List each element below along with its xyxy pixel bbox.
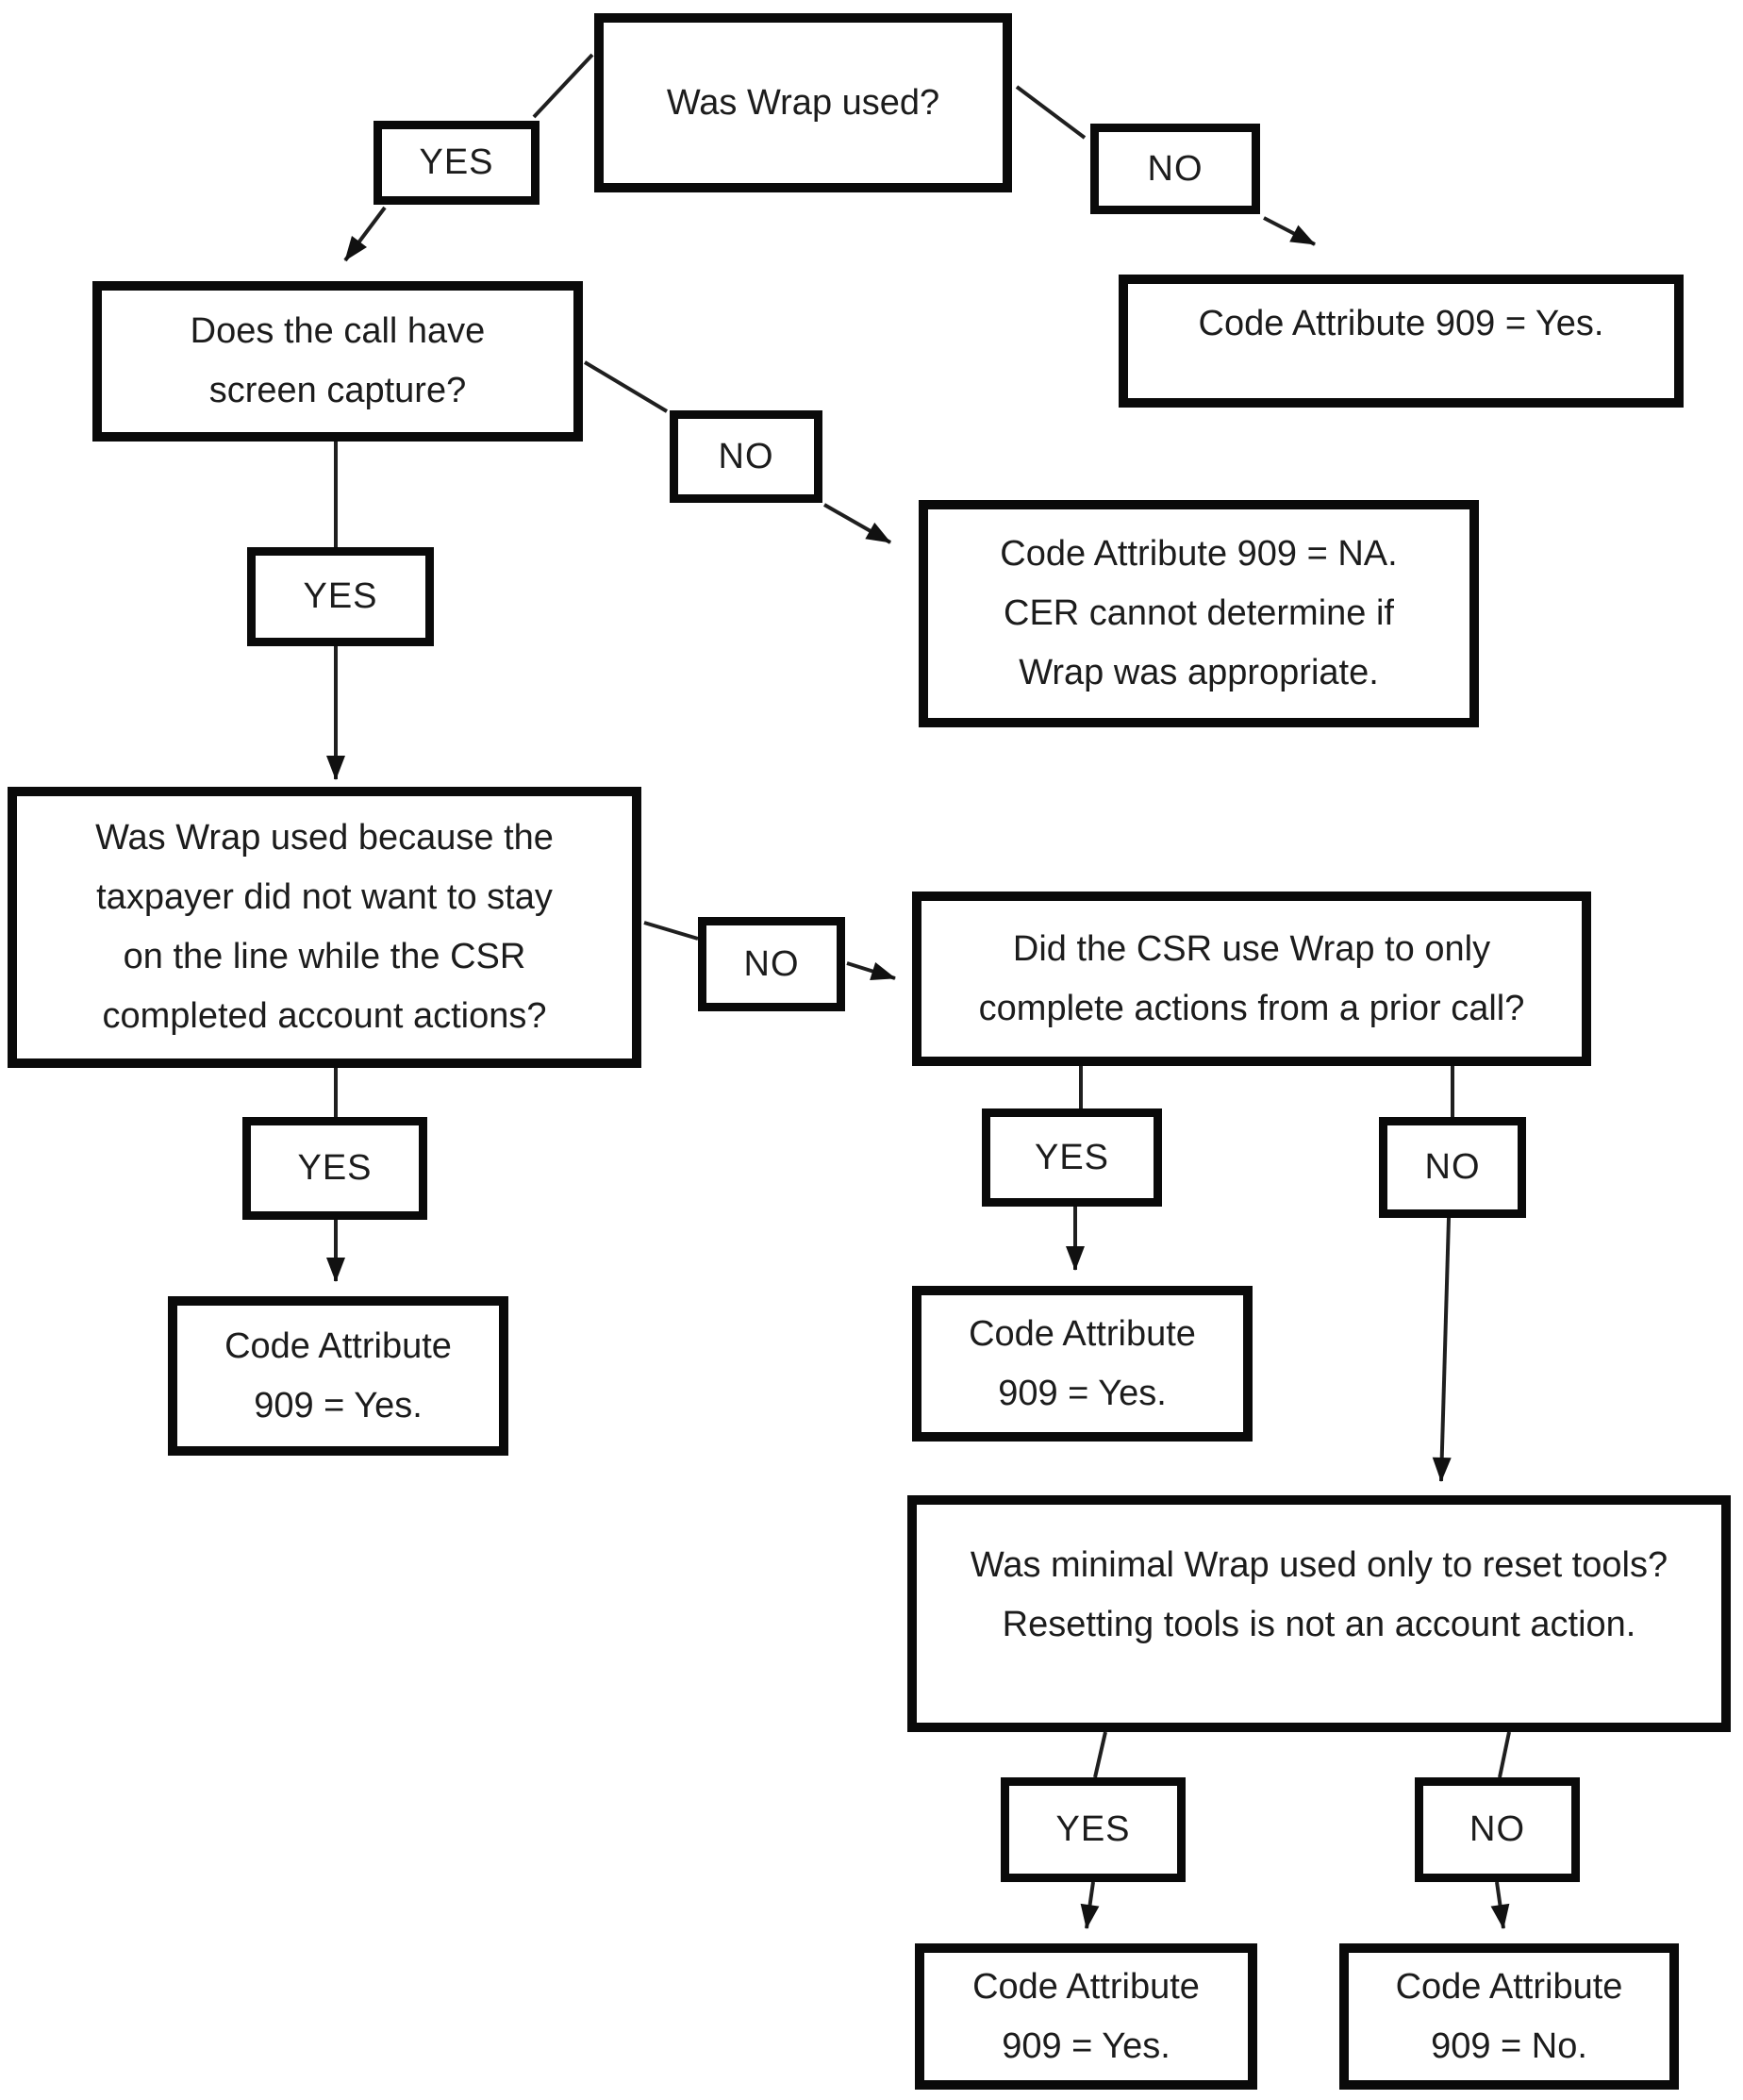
node-was-wrap-used: Was Wrap used? xyxy=(594,13,1012,192)
node-was-wrap-because: Was Wrap used because the taxpayer did n… xyxy=(8,787,641,1068)
edge-start-to-no1 xyxy=(1015,85,1087,140)
edge-start-to-yes1 xyxy=(532,53,594,119)
label-yes-5: YES xyxy=(1001,1777,1186,1882)
edge-no2-to-attr-na xyxy=(823,503,891,544)
edge-no1-to-attr-yes-top xyxy=(1263,216,1316,246)
edge-minimal-wrap-to-yes5 xyxy=(1093,1731,1107,1778)
edge-screen-capture-to-no2 xyxy=(583,360,669,413)
node-attr-909-no: Code Attribute 909 = No. xyxy=(1339,1943,1679,2090)
edge-no5-to-attr-no xyxy=(1490,1881,1510,1929)
label-yes-3: YES xyxy=(242,1117,427,1220)
label-no-5: NO xyxy=(1415,1777,1580,1882)
node-attr-909-na: Code Attribute 909 = NA. CER cannot dete… xyxy=(919,500,1479,727)
edge-minimal-wrap-to-no5 xyxy=(1498,1731,1511,1778)
node-did-csr-prior-call: Did the CSR use Wrap to only complete ac… xyxy=(912,892,1591,1066)
label-no-4: NO xyxy=(1379,1117,1526,1218)
label-no-1: NO xyxy=(1090,124,1260,214)
edge-was-wrap-because-to-no3 xyxy=(643,921,699,941)
edge-no3-to-did-csr xyxy=(846,961,896,981)
edge-yes5-to-attr-yes-bottom xyxy=(1080,1881,1100,1929)
label-no-3: NO xyxy=(698,917,845,1011)
node-attr-909-yes-top: Code Attribute 909 = Yes. xyxy=(1119,275,1684,408)
node-attr-909-yes-mid: Code Attribute 909 = Yes. xyxy=(912,1286,1253,1442)
node-minimal-wrap: Was minimal Wrap used only to reset tool… xyxy=(907,1495,1731,1732)
edge-yes1-to-screen-capture xyxy=(343,206,387,262)
node-attr-909-yes-bottom: Code Attribute 909 = Yes. xyxy=(915,1943,1257,2090)
node-screen-capture: Does the call have screen capture? xyxy=(92,281,583,442)
label-no-2: NO xyxy=(670,410,822,503)
label-yes-1: YES xyxy=(374,121,540,205)
label-yes-4: YES xyxy=(982,1108,1162,1207)
edge-no4-to-minimal-wrap xyxy=(1432,1217,1452,1482)
node-attr-909-yes-left: Code Attribute 909 = Yes. xyxy=(168,1296,508,1456)
label-yes-2: YES xyxy=(247,547,434,646)
